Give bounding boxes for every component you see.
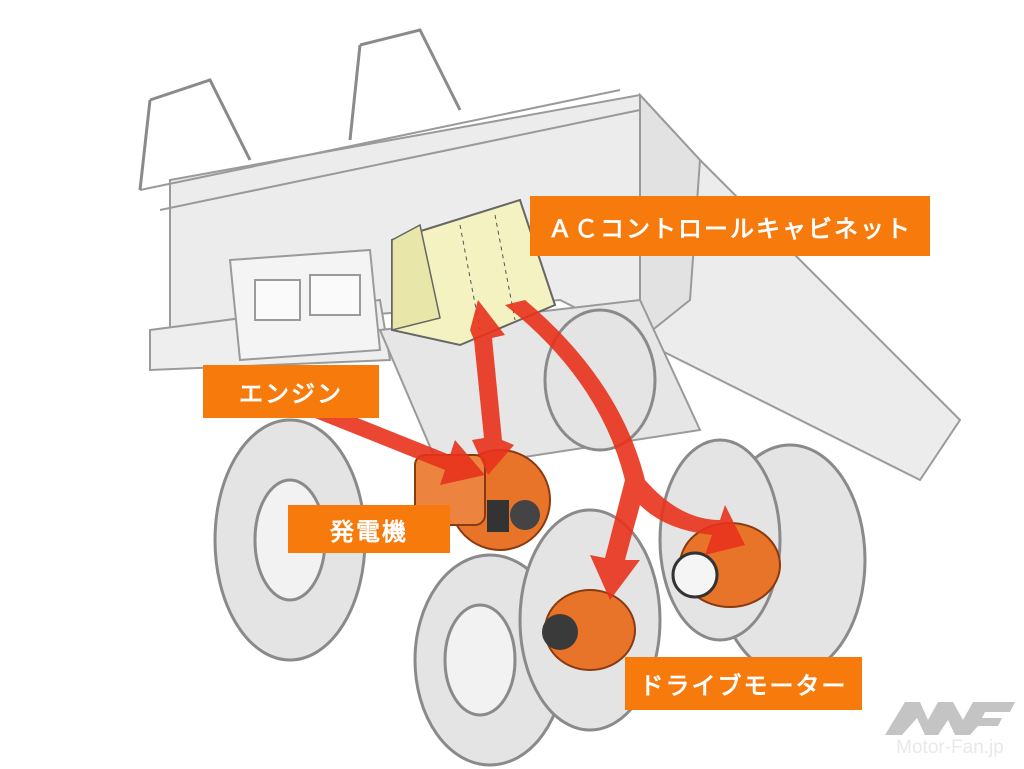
watermark-text: Motor-Fan.jp <box>896 737 1004 758</box>
label-engine: エンジン <box>203 365 379 418</box>
drive-motors <box>542 522 781 671</box>
truck-body <box>139 89 962 482</box>
arrow-generator-cabinet <box>470 300 514 475</box>
canopy-ladders <box>138 28 462 191</box>
arrow-cabinet-to-motors <box>505 300 745 600</box>
label-drive-motor: ドライブモーター <box>625 657 862 710</box>
motor-fan-logo <box>885 702 1015 735</box>
label-ac-control-cabinet: ＡＣコントロールキャビネット <box>530 196 930 256</box>
label-generator: 発電機 <box>288 505 450 553</box>
